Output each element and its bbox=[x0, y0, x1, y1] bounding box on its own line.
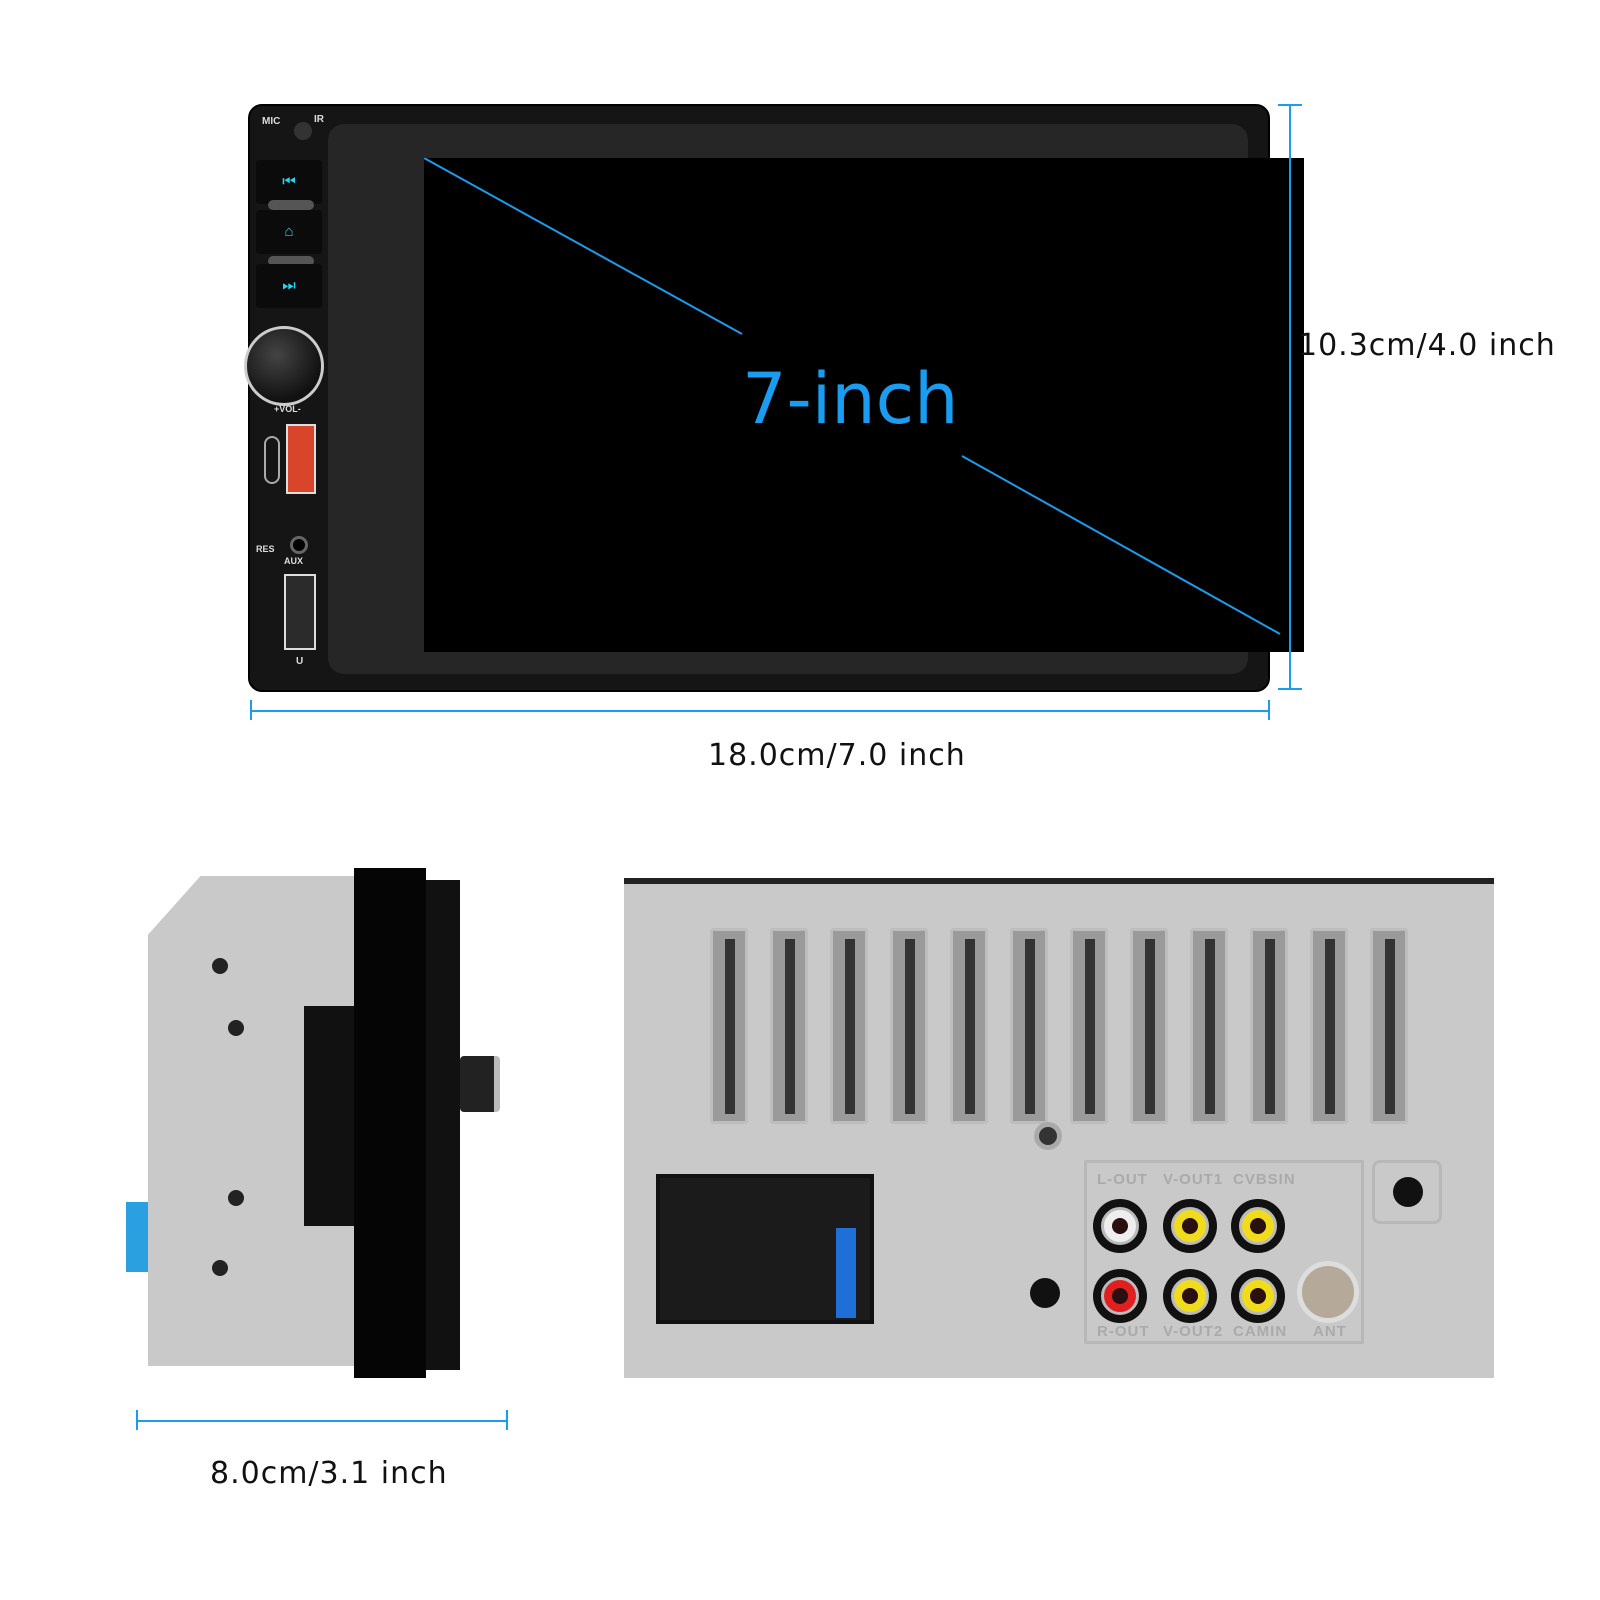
port-label: CVBSIN bbox=[1233, 1171, 1296, 1188]
vent-slot bbox=[1370, 928, 1408, 1124]
home-icon: ⌂ bbox=[284, 223, 294, 240]
antenna-label: ANT bbox=[1313, 1323, 1347, 1340]
depth-label: 8.0cm/3.1 inch bbox=[210, 1456, 448, 1491]
mounting-hole bbox=[212, 1260, 228, 1276]
side-bracket bbox=[304, 1006, 358, 1226]
vent-slot bbox=[770, 928, 808, 1124]
gps-port-recess bbox=[1372, 1160, 1442, 1224]
mounting-hole bbox=[212, 958, 228, 974]
reset-label: RES bbox=[256, 544, 275, 554]
av-port-panel: L-OUT V-OUT1 CVBSIN R-OUT V-OUT2 CAMIN A… bbox=[1084, 1160, 1364, 1344]
vent-slot bbox=[830, 928, 868, 1124]
usb-port bbox=[284, 574, 316, 650]
divider bbox=[268, 200, 314, 210]
volume-label: +VOL- bbox=[274, 404, 301, 414]
vent-slot bbox=[1130, 928, 1168, 1124]
mounting-hole bbox=[228, 1020, 244, 1036]
rca-port-white bbox=[1093, 1199, 1147, 1253]
dimension-tick bbox=[1278, 104, 1302, 106]
dimension-tick bbox=[1278, 688, 1302, 690]
usb-c-port bbox=[264, 436, 280, 484]
usb-charge-port bbox=[286, 424, 316, 494]
skip-forward-icon: ⏭ bbox=[282, 277, 296, 294]
usb-label: U bbox=[296, 656, 304, 667]
width-label: 18.0cm/7.0 inch bbox=[708, 738, 966, 773]
diagonal-line bbox=[424, 158, 1281, 635]
rca-port-yellow bbox=[1231, 1269, 1285, 1323]
screen-bezel: 7-inch bbox=[328, 124, 1304, 674]
dimension-tick bbox=[506, 1410, 508, 1430]
port-label: R-OUT bbox=[1097, 1323, 1150, 1340]
rca-port-yellow bbox=[1163, 1199, 1217, 1253]
side-faceplate bbox=[354, 868, 426, 1378]
vent-slot bbox=[1010, 928, 1048, 1124]
ir-sensor-icon bbox=[294, 122, 312, 140]
rca-port-red bbox=[1093, 1269, 1147, 1323]
volume-knob[interactable] bbox=[244, 326, 324, 406]
port-label: CAMIN bbox=[1233, 1323, 1288, 1340]
dimension-tick bbox=[1268, 700, 1270, 720]
dimension-tick bbox=[250, 700, 252, 720]
antenna-port bbox=[1297, 1261, 1359, 1323]
ir-label: IR bbox=[314, 114, 324, 125]
divider bbox=[268, 256, 314, 266]
gps-port bbox=[1393, 1177, 1423, 1207]
iso-wiring-connector bbox=[656, 1174, 874, 1324]
aux-label: AUX bbox=[284, 556, 304, 566]
audio-jack bbox=[1030, 1278, 1060, 1308]
fuse bbox=[836, 1228, 856, 1318]
height-dimension-line bbox=[1289, 104, 1291, 690]
connector-plug bbox=[126, 1202, 148, 1272]
vent-slot bbox=[1070, 928, 1108, 1124]
control-panel: MIC IR ⏮ ⌂ ⏭ +VOL- RES AUX U bbox=[244, 106, 326, 691]
skip-back-icon: ⏮ bbox=[282, 173, 296, 190]
port-label: V-OUT2 bbox=[1163, 1323, 1224, 1340]
vent-slot bbox=[1310, 928, 1348, 1124]
stereo-rear-view: L-OUT V-OUT1 CVBSIN R-OUT V-OUT2 CAMIN A… bbox=[624, 878, 1494, 1378]
side-knob bbox=[460, 1056, 500, 1112]
vent-slot bbox=[950, 928, 988, 1124]
home-button[interactable]: ⌂ bbox=[256, 210, 322, 254]
port-label: L-OUT bbox=[1097, 1171, 1148, 1188]
mic-label: MIC bbox=[262, 116, 281, 127]
width-dimension-line bbox=[250, 710, 1270, 712]
screw-hole bbox=[1034, 1122, 1062, 1150]
next-button[interactable]: ⏭ bbox=[256, 264, 322, 308]
port-label: V-OUT1 bbox=[1163, 1171, 1224, 1188]
height-label: 10.3cm/4.0 inch bbox=[1298, 328, 1556, 363]
side-front-panel bbox=[426, 880, 460, 1370]
stereo-front-view: MIC IR ⏮ ⌂ ⏭ +VOL- RES AUX U 7-inch bbox=[244, 104, 1304, 692]
rca-port-yellow bbox=[1231, 1199, 1285, 1253]
dimension-tick bbox=[136, 1410, 138, 1430]
aux-jack bbox=[290, 536, 308, 554]
depth-dimension-line bbox=[136, 1420, 508, 1422]
vent-slot bbox=[1190, 928, 1228, 1124]
mounting-hole bbox=[228, 1190, 244, 1206]
rca-port-yellow bbox=[1163, 1269, 1217, 1323]
screen-size-label: 7-inch bbox=[742, 358, 959, 440]
vent-slot bbox=[1250, 928, 1288, 1124]
stereo-side-view bbox=[126, 876, 358, 1376]
display-screen: 7-inch bbox=[424, 158, 1304, 652]
vent-slot bbox=[710, 928, 748, 1124]
previous-button[interactable]: ⏮ bbox=[256, 160, 322, 204]
vent-slot bbox=[890, 928, 928, 1124]
